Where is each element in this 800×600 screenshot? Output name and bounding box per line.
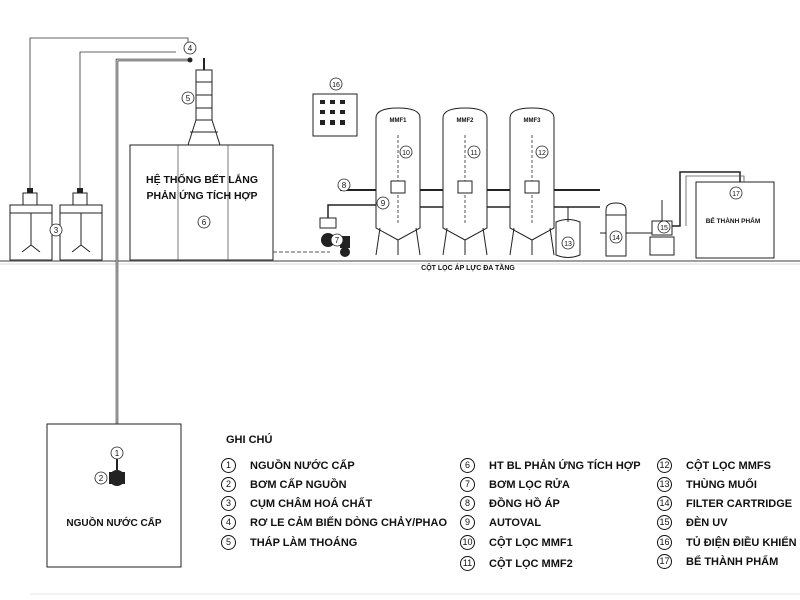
settling-system-title-2: PHẢN ỨNG TÍCH HỢP	[146, 189, 257, 202]
marker-17: 17	[729, 186, 743, 200]
wash-pump-group	[319, 204, 384, 257]
settling-system-title-1: HỆ THỐNG BẾT LẮNG	[146, 172, 258, 186]
mmf1-label: MMF1	[390, 118, 408, 124]
marker-11: 11	[467, 145, 481, 159]
product-tank	[672, 171, 775, 259]
supply-pipe-inner	[116, 59, 190, 448]
filter-row-label: CỘT LỌC ÁP LỰC ĐA TẦNG	[421, 262, 515, 272]
marker-15: 15	[657, 220, 671, 234]
marker-6-text: 6	[202, 218, 207, 227]
water-source-label: NGUỒN NƯỚC CẤP	[66, 516, 161, 529]
marker-7-text: 7	[335, 236, 340, 245]
mmf2-filter	[442, 107, 488, 256]
marker-4-text: 4	[188, 44, 193, 53]
marker-9-text: 9	[381, 199, 386, 208]
control-cabinet	[312, 93, 358, 137]
chemical-tank-2	[59, 188, 103, 261]
marker-4: 4	[183, 41, 197, 55]
marker-2: 2	[94, 471, 108, 485]
marker-16-text: 16	[332, 82, 340, 89]
marker-8: 8	[337, 178, 351, 192]
water-source-box	[46, 423, 182, 568]
autovalve-1	[390, 180, 406, 194]
brine-tank	[554, 206, 581, 258]
marker-13: 13	[561, 236, 575, 250]
product-tank-label: BỂ THÀNH PHẨM	[706, 216, 761, 225]
cartridge-filter	[600, 202, 652, 257]
marker-11-text: 11	[470, 150, 477, 157]
marker-10: 10	[399, 145, 413, 159]
chemical-tank-1	[9, 188, 53, 261]
marker-12: 12	[535, 145, 549, 159]
marker-9: 9	[376, 196, 390, 210]
marker-2-text: 2	[99, 474, 104, 483]
marker-5: 5	[181, 91, 195, 105]
marker-13-text: 13	[564, 241, 572, 248]
marker-14-text: 14	[612, 235, 620, 242]
marker-1: 1	[110, 446, 124, 460]
aeration-tower	[187, 57, 221, 146]
marker-17-text: 17	[732, 191, 740, 198]
marker-15-text: 15	[660, 225, 668, 232]
marker-16: 16	[329, 77, 343, 91]
settling-system-box	[129, 144, 274, 261]
marker-6: 6	[197, 215, 211, 229]
autovalve-2	[457, 180, 473, 194]
marker-7: 7	[330, 233, 344, 247]
marker-3-text: 3	[54, 226, 59, 235]
control-wire-2	[79, 51, 176, 195]
marker-14: 14	[609, 230, 623, 244]
marker-8-text: 8	[342, 181, 347, 190]
mmf3-label: MMF3	[524, 118, 542, 124]
marker-10-text: 10	[402, 150, 410, 157]
control-wire-1	[29, 37, 189, 195]
marker-1-text: 1	[115, 449, 120, 458]
mmf3-filter	[509, 107, 555, 256]
mmf2-label: MMF2	[457, 118, 475, 124]
autovalve-3	[524, 180, 540, 194]
marker-12-text: 12	[538, 150, 546, 157]
marker-5-text: 5	[186, 94, 191, 103]
marker-3: 3	[49, 223, 63, 237]
